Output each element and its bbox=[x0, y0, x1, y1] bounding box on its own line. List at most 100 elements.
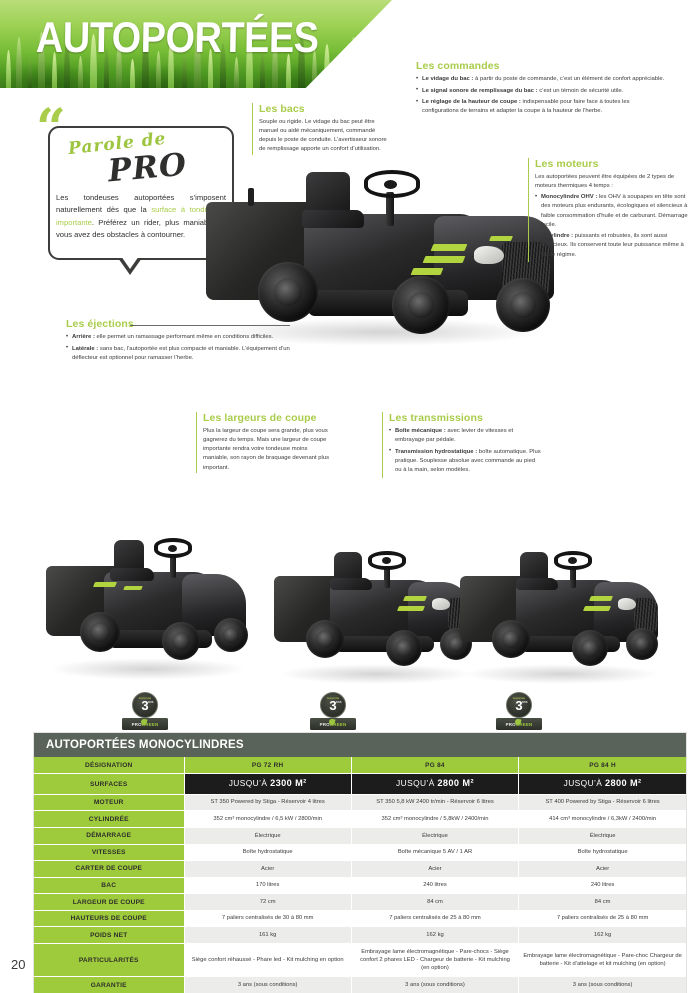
product-mower-3 bbox=[458, 548, 670, 688]
table-row-surfaces: SURFACES JUSQU’À 2300 M² JUSQU’À 2800 M²… bbox=[34, 773, 686, 795]
item-text: avec levier de vitesses et embrayage par… bbox=[395, 428, 514, 444]
logo-pro-text: PRO bbox=[505, 721, 516, 727]
table-row-hauteurs: HAUTEURS DE COUPE 7 paliers centralisés … bbox=[34, 910, 686, 928]
cell-poids-3: 162 kg bbox=[518, 926, 686, 945]
logo-green-text: GREEN bbox=[515, 721, 533, 727]
item-bold: Transmission hydrostatique : bbox=[395, 448, 478, 455]
header-banner: AUTOPORTÉES bbox=[0, 0, 392, 88]
cell-surfaces-3: JUSQU’À 2800 M² bbox=[518, 773, 686, 795]
cell-particularites-2: Embrayage lame électromagnétique - Pare-… bbox=[351, 943, 520, 978]
list-item: Le vidage du bac : à partir du poste de … bbox=[416, 74, 666, 84]
list-item: Boîte mécanique : avec levier de vitesse… bbox=[389, 426, 542, 445]
cell-garantie-3: 3 ans (sous conditions) bbox=[518, 976, 686, 993]
mower-seat bbox=[306, 172, 350, 216]
surface-value: 2300 M² bbox=[270, 778, 307, 789]
warranty-label: Garantie bbox=[512, 695, 526, 700]
surface-prefix: JUSQU’À bbox=[396, 778, 438, 789]
cell-carter-3: Acier bbox=[518, 860, 686, 878]
table-row-moteur: MOTEUR ST 350 Powered by Stiga - Réservo… bbox=[34, 794, 686, 812]
brand-logo-2: PROGREEN bbox=[310, 718, 356, 730]
row-label: SURFACES bbox=[34, 773, 185, 795]
annotation-bacs-title: Les bacs bbox=[259, 103, 305, 115]
item-text: indispensable pour faire face à toutes l… bbox=[422, 99, 630, 115]
item-bold: Le vidage du bac : bbox=[422, 76, 474, 82]
item-text: à partir du poste de commande, c’est un … bbox=[473, 76, 665, 82]
quote-open-icon: “ bbox=[36, 98, 66, 159]
annotation-ejections: Les éjections Arrière : elle permet un r… bbox=[66, 318, 291, 365]
list-item: Le signal sonore de remplissage du bac :… bbox=[416, 86, 666, 96]
annotation-largeurs: Les largeurs de coupe Plus la largeur de… bbox=[196, 412, 334, 473]
logo-green-text: GREEN bbox=[141, 721, 159, 727]
quote-highlight: surface à tondre est importante bbox=[56, 205, 226, 227]
annotation-commandes: Les commandes Le vidage du bac : à parti… bbox=[416, 60, 666, 119]
surface-value: 2800 M² bbox=[605, 778, 642, 789]
cell-designation-2: PG 84 bbox=[351, 757, 520, 775]
item-text: c’est un témoin de sécurité utile. bbox=[537, 87, 624, 94]
warranty-label: Garantie bbox=[326, 695, 340, 700]
cell-garantie-1: 3 ans (sous conditions) bbox=[184, 976, 352, 993]
cell-moteur-1: ST 350 Powered by Stiga - Réservoir 4 li… bbox=[184, 794, 352, 812]
row-label: GARANTIE bbox=[34, 976, 185, 993]
cell-vitesses-1: Boîte hydrostatique bbox=[184, 844, 352, 862]
cell-largeur-3: 84 cm bbox=[518, 893, 686, 911]
divider bbox=[130, 325, 290, 326]
main-mower-illustration bbox=[196, 158, 568, 348]
cell-vitesses-3: Boîte hydrostatique bbox=[518, 844, 686, 862]
cell-surfaces-1: JUSQU’À 2300 M² bbox=[184, 773, 352, 795]
table-row-largeur: LARGEUR DE COUPE 72 cm 84 cm 84 cm bbox=[34, 893, 686, 911]
surface-prefix: JUSQU’À bbox=[563, 778, 605, 789]
item-bold: Monocylindre OHV : bbox=[541, 194, 598, 201]
item-bold: Arrière : bbox=[72, 334, 95, 340]
annotation-moteurs-list: Monocylindre OHV : les OHV à soupapes en… bbox=[535, 193, 688, 259]
page-number: 20 bbox=[11, 957, 26, 972]
item-bold: Boîte mécanique : bbox=[395, 428, 446, 434]
cell-demarrage-2: Électrique bbox=[351, 827, 520, 845]
item-text: puissants et robustes, ils sont aussi si… bbox=[541, 233, 684, 258]
warranty-badge-2: Garantie 3 ans bbox=[320, 692, 346, 718]
list-item: Arrière : elle permet un ramassage perfo… bbox=[66, 332, 291, 342]
cell-hauteurs-2: 7 paliers centralisés de 25 à 80 mm bbox=[351, 910, 520, 928]
quote-label-bottom: PRO bbox=[106, 146, 189, 190]
cell-demarrage-1: Électrique bbox=[184, 827, 352, 845]
cell-largeur-1: 72 cm bbox=[184, 893, 352, 911]
spec-table: AUTOPORTÉES MONOCYLINDRES DÉSIGNATION PG… bbox=[34, 733, 686, 993]
list-item: Bicylindre : puissants et robustes, ils … bbox=[535, 232, 688, 259]
cell-moteur-2: ST 350 5,8 kW 2400 tr/min - Réservoir 6 … bbox=[351, 794, 520, 812]
row-label: DÉSIGNATION bbox=[34, 757, 185, 775]
mower-grille bbox=[634, 598, 658, 632]
surface-prefix: JUSQU’À bbox=[228, 778, 271, 789]
table-row-designation: DÉSIGNATION PG 72 RH PG 84 PG 84 H bbox=[34, 757, 686, 775]
product-mower-2 bbox=[272, 548, 484, 688]
cell-largeur-2: 84 cm bbox=[351, 893, 520, 911]
row-label: DÉMARRAGE bbox=[34, 827, 185, 845]
product-mower-1 bbox=[42, 534, 258, 684]
annotation-commandes-title: Les commandes bbox=[416, 60, 500, 72]
table-row-carter: CARTER DE COUPE Acier Acier Acier bbox=[34, 860, 686, 878]
table-row-cylindree: CYLINDRÉE 352 cm³ monocylindre / 6,5 kW … bbox=[34, 810, 686, 828]
steering-wheel-icon bbox=[154, 538, 192, 558]
cell-designation-1: PG 72 RH bbox=[184, 757, 352, 775]
item-bold: Bicylindre : bbox=[541, 233, 574, 240]
cell-garantie-2: 3 ans (sous conditions) bbox=[351, 976, 520, 993]
cell-carter-1: Acier bbox=[184, 860, 352, 878]
annotation-moteurs-title: Les moteurs bbox=[535, 158, 599, 170]
warranty-years: 3 bbox=[515, 698, 523, 713]
quote-bubble-tail-inner bbox=[121, 256, 139, 269]
cell-carter-2: Acier bbox=[351, 860, 520, 878]
cell-moteur-3: ST 400 Powered by Stiga - Réservoir 6 li… bbox=[518, 794, 686, 812]
annotation-moteurs: Les moteurs Les autoportées peuvent être… bbox=[528, 158, 688, 263]
annotation-transmissions-title: Les transmissions bbox=[389, 412, 483, 424]
cell-surfaces-2: JUSQU’À 2800 M² bbox=[351, 773, 520, 795]
row-label: CYLINDRÉE bbox=[34, 810, 185, 828]
item-bold: Latérale : bbox=[72, 345, 99, 352]
warranty-unit: ans bbox=[521, 700, 528, 704]
annotation-ejections-title: Les éjections bbox=[66, 318, 134, 330]
table-row-garantie: GARANTIE 3 ans (sous conditions) 3 ans (… bbox=[34, 976, 686, 993]
table-row-bac: BAC 170 litres 240 litres 240 litres bbox=[34, 877, 686, 895]
quote-text-part1: Les tondeuses autoportées s’imposent nat… bbox=[56, 193, 226, 215]
quote-bubble bbox=[48, 126, 234, 260]
cell-cylindree-2: 352 cm³ monocylindre / 5,8kW / 2400/min bbox=[351, 810, 520, 828]
logo-pro-text: PRO bbox=[319, 721, 330, 727]
cell-demarrage-3: Électrique bbox=[518, 827, 686, 845]
row-label: VITESSES bbox=[34, 844, 185, 862]
